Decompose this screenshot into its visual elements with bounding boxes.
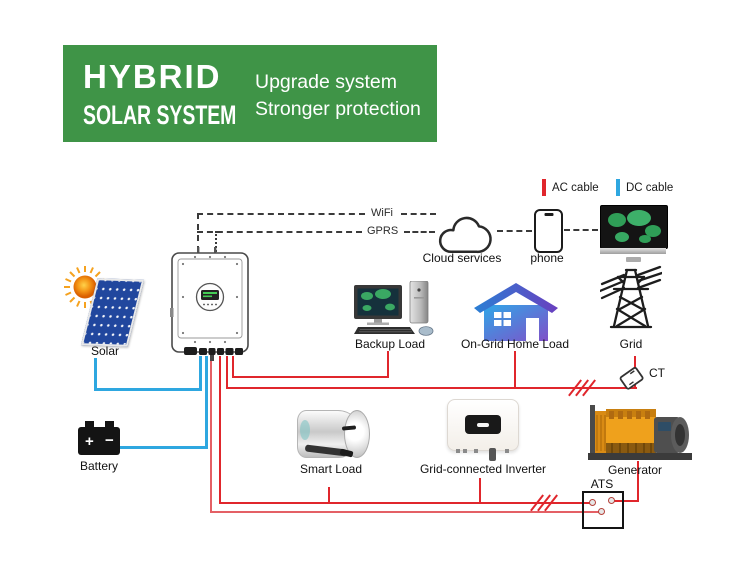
grid-tower-icon bbox=[600, 265, 662, 329]
ac-cable-backup-segment bbox=[232, 356, 235, 378]
monitor-base-bar bbox=[600, 248, 666, 254]
dc-cable-legend-label: DC cable bbox=[626, 182, 674, 194]
gc-inverter-display bbox=[465, 415, 501, 434]
cloud-icon bbox=[438, 216, 492, 254]
gc-inverter-connector bbox=[505, 449, 509, 453]
battery-label: Battery bbox=[79, 459, 118, 473]
water-heater-icon bbox=[300, 420, 310, 440]
grid-label: Grid bbox=[619, 337, 643, 351]
dc-cable-solar-segment bbox=[199, 356, 202, 391]
battery-icon bbox=[85, 421, 94, 428]
ats-terminal bbox=[598, 508, 605, 515]
ac-cable-gci-branch bbox=[479, 478, 482, 504]
monitor-stand bbox=[626, 257, 641, 262]
ct-label: CT bbox=[649, 366, 665, 380]
ac-cable-ats2-segment bbox=[210, 356, 212, 513]
ac-cable-legend-label: AC cable bbox=[552, 182, 599, 194]
ac-cable-backup-segment bbox=[232, 376, 389, 379]
battery-icon bbox=[105, 421, 114, 428]
phone-label: phone bbox=[530, 251, 564, 265]
banner-title-line1: HYBRID bbox=[83, 58, 222, 95]
gprs-link-line bbox=[404, 231, 435, 233]
ats-terminal bbox=[608, 497, 615, 504]
banner-subtitle-line2: Stronger protection bbox=[255, 98, 421, 120]
dc-cable-battery-segment bbox=[205, 356, 208, 449]
wifi-link-line bbox=[197, 213, 365, 215]
wifi-link-line bbox=[401, 213, 436, 215]
ac-cable-generator-segment bbox=[612, 500, 639, 503]
cloud-phone-link-line bbox=[497, 230, 532, 232]
gprs-link-line bbox=[215, 231, 217, 252]
phone-notch bbox=[544, 213, 553, 216]
monitor-icon bbox=[600, 205, 668, 249]
ats-box bbox=[582, 491, 624, 529]
ac-cable-legend-swatch bbox=[542, 179, 546, 196]
dc-cable-legend-swatch bbox=[616, 179, 620, 196]
smart-load-label: Smart Load bbox=[299, 462, 363, 476]
ac-cable-homeload-branch bbox=[514, 351, 517, 389]
gc-inverter-icon bbox=[447, 399, 519, 451]
dc-cable-battery-segment bbox=[118, 446, 207, 449]
ac-cable-ats-segment bbox=[219, 502, 590, 505]
dc-cable-solar-segment bbox=[94, 388, 202, 391]
phone-icon bbox=[534, 209, 563, 253]
cloud-label: Cloud services bbox=[422, 251, 502, 265]
gc-inverter-label: Grid-connected Inverter bbox=[419, 462, 547, 476]
title-banner: HYBRID SOLAR SYSTEM Upgrade system Stron… bbox=[63, 45, 437, 142]
ac-cable-grid-segment bbox=[226, 387, 637, 390]
world-map-graphic bbox=[608, 210, 661, 243]
wifi-label: WiFi bbox=[369, 207, 395, 219]
dc-cable-solar-segment bbox=[94, 358, 97, 391]
battery-icon: + − bbox=[78, 427, 120, 455]
ac-cable-ats2-segment bbox=[210, 511, 600, 513]
gc-inverter-connector bbox=[474, 449, 478, 453]
ct-sensor-icon bbox=[619, 366, 644, 390]
hybrid-inverter-icon bbox=[170, 247, 249, 361]
generator-label: Generator bbox=[607, 463, 663, 477]
solar-label: Solar bbox=[90, 344, 119, 358]
backup-load-label: Backup Load bbox=[354, 337, 426, 351]
computer-icon bbox=[354, 281, 434, 336]
gc-inverter-display-dash bbox=[477, 422, 489, 427]
ac-cable-backup-segment bbox=[387, 351, 390, 378]
ac-cable-generator-segment bbox=[637, 461, 640, 502]
ats-terminal bbox=[589, 499, 596, 506]
phone-monitor-link-line bbox=[564, 229, 598, 231]
generator-icon bbox=[588, 405, 692, 460]
battery-plus-sign: + bbox=[85, 433, 94, 450]
banner-title-line2: SOLAR SYSTEM bbox=[83, 100, 237, 130]
gc-inverter-connector bbox=[456, 449, 460, 453]
gprs-link-line bbox=[197, 231, 362, 233]
ac-cable-ats-segment bbox=[219, 356, 222, 504]
ac-cable-smartload-branch bbox=[328, 487, 331, 504]
gc-inverter-connector bbox=[489, 448, 496, 461]
house-icon bbox=[474, 283, 558, 341]
ats-label: ATS bbox=[590, 477, 614, 491]
battery-minus-sign: − bbox=[105, 432, 114, 449]
ac-cable-grid-segment bbox=[226, 356, 229, 389]
banner-subtitle-line1: Upgrade system bbox=[255, 71, 397, 93]
gprs-label: GPRS bbox=[365, 225, 401, 237]
on-grid-home-load-label: On-Grid Home Load bbox=[460, 337, 570, 351]
gc-inverter-connector bbox=[463, 449, 467, 453]
